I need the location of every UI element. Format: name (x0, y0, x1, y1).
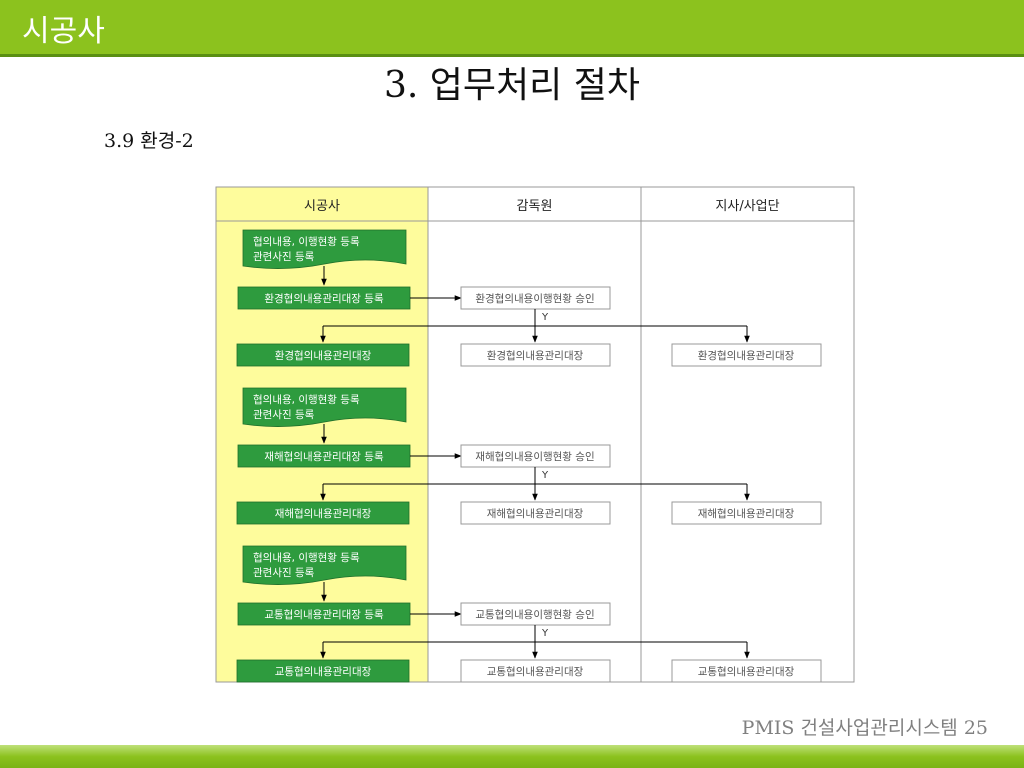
lane-header-1: 감독원 (517, 199, 553, 214)
document-line-2: 관련사진 등록 (253, 567, 315, 579)
ledger-box-branch (671, 659, 822, 683)
header-label: 시공사 (22, 14, 105, 49)
document-line-1: 협의내용, 이행현황 등록 (253, 393, 360, 406)
document-line-2: 관련사진 등록 (253, 409, 315, 421)
document-box (242, 229, 407, 269)
ledger-label-branch: 교통협의내용관리대장 (698, 665, 795, 678)
ledger-label-supervisor: 교통협의내용관리대장 (487, 665, 584, 678)
approve-label: 재해협의내용이행현황 승인 (475, 450, 594, 463)
decision-yes-label: Y (541, 312, 549, 323)
document-line-1: 협의내용, 이행현황 등록 (253, 235, 360, 248)
ledger-label-branch: 재해협의내용관리대장 (698, 507, 795, 520)
approve-label: 환경협의내용이행현황 승인 (475, 292, 594, 305)
approve-label: 교통협의내용이행현황 승인 (475, 608, 594, 621)
ledger-label-contractor: 재해협의내용관리대장 (275, 507, 372, 520)
lane-header-0: 시공사 (304, 199, 340, 214)
ledger-box-contractor (236, 659, 410, 683)
section-title: 3.9 환경-2 (104, 130, 194, 152)
ledger-label-supervisor: 재해협의내용관리대장 (487, 507, 584, 520)
document-line-1: 협의내용, 이행현황 등록 (253, 551, 360, 564)
ledger-box-branch (671, 343, 822, 367)
ledger-box-contractor (236, 501, 410, 525)
decision-yes-label: Y (541, 628, 549, 639)
ledger-label-supervisor: 환경협의내용관리대장 (487, 349, 584, 362)
ledger-label-contractor: 교통협의내용관리대장 (275, 665, 372, 678)
ledger-label-contractor: 환경협의내용관리대장 (275, 349, 372, 362)
header-divider (0, 54, 1024, 57)
ledger-box-supervisor (460, 659, 611, 683)
document-box (242, 545, 407, 585)
page-title: 3. 업무처리 절차 (384, 65, 640, 106)
register-label: 환경협의내용관리대장 등록 (264, 292, 384, 305)
header-bar (0, 0, 1024, 57)
ledger-box-contractor (236, 343, 410, 367)
footer-text: PMIS 건설사업관리시스템 25 (741, 717, 988, 739)
decision-yes-label: Y (541, 470, 549, 481)
register-label: 재해협의내용관리대장 등록 (264, 450, 384, 463)
ledger-box-supervisor (460, 343, 611, 367)
register-label: 교통협의내용관리대장 등록 (264, 608, 384, 621)
footer-bar (0, 745, 1024, 768)
ledger-label-branch: 환경협의내용관리대장 (698, 349, 795, 362)
lane-header-2: 지사/사업단 (715, 199, 779, 214)
document-line-2: 관련사진 등록 (253, 251, 315, 263)
document-box (242, 387, 407, 427)
ledger-box-branch (671, 501, 822, 525)
ledger-box-supervisor (460, 501, 611, 525)
